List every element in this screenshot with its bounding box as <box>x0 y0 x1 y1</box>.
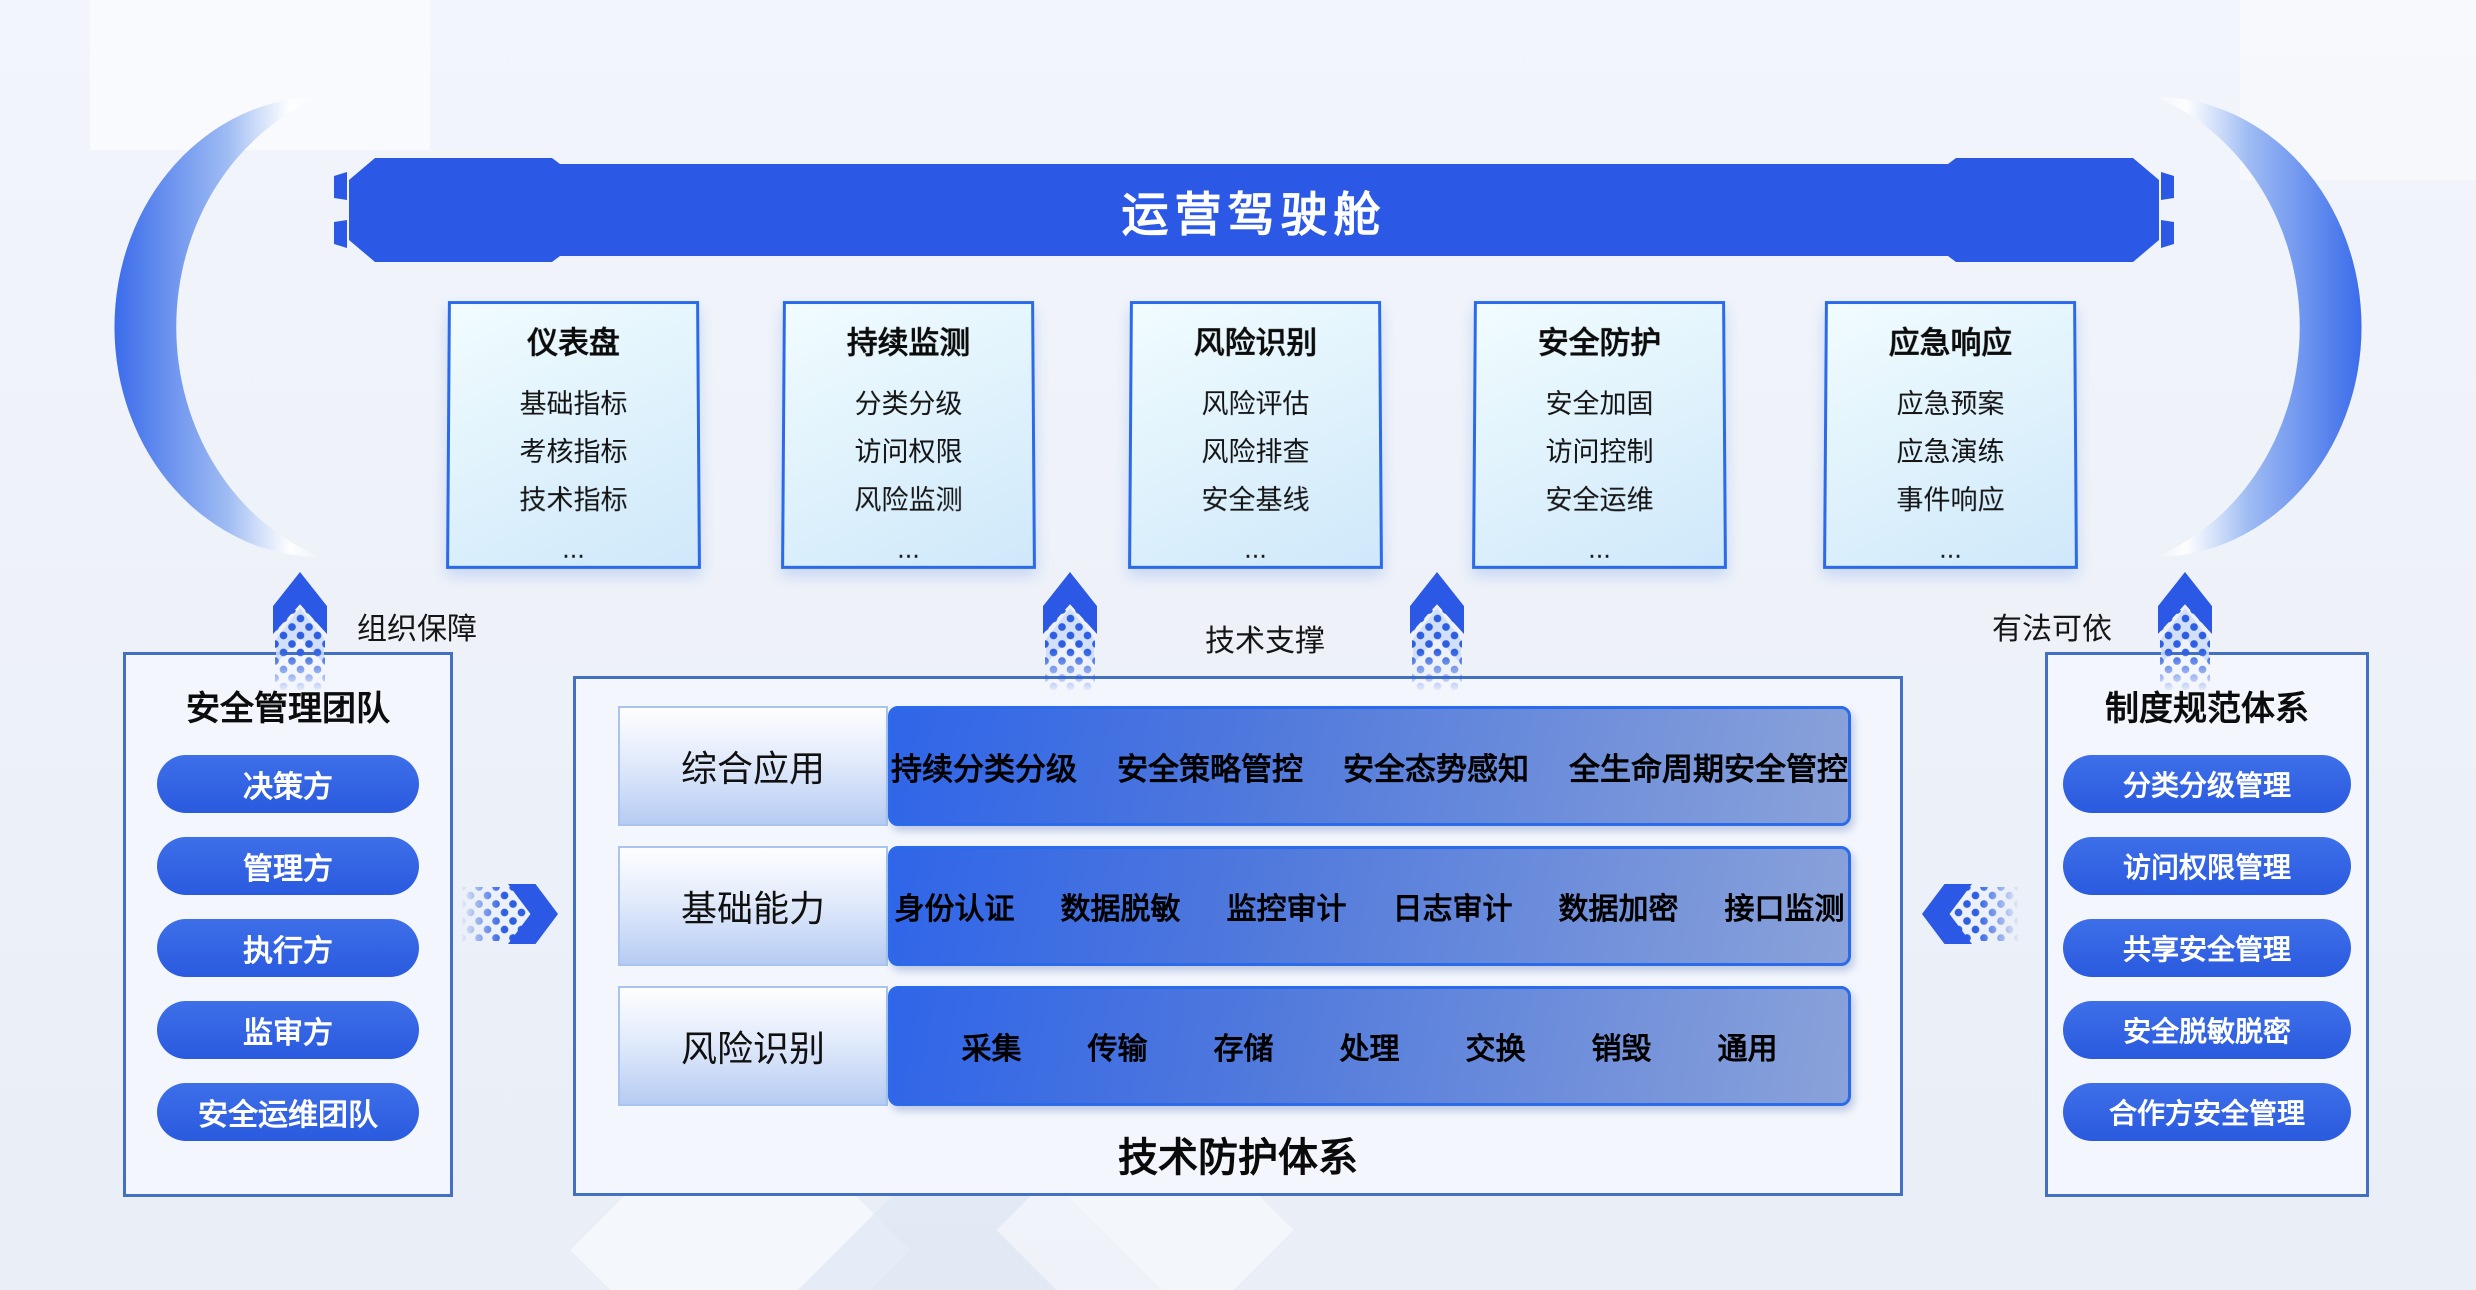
row-risk-identification: 风险识别 采集 传输 存储 处理 交换 销毁 通用 <box>618 986 1851 1106</box>
pill-list: 分类分级管理 访问权限管理 共享安全管理 安全脱敏脱密 合作方安全管理 <box>2048 755 2366 1141</box>
flow-label-law-based: 有法可依 <box>1992 613 2112 646</box>
card-item-list: 风险评估 风险排查 安全基线 ... <box>1201 380 1310 573</box>
row-item: 处理 <box>1339 1033 1400 1066</box>
row-item: 采集 <box>961 1033 1022 1066</box>
pill-execution-party: 执行方 <box>157 919 419 977</box>
arrow-dots <box>1045 610 1095 690</box>
row-item: 销毁 <box>1591 1033 1652 1066</box>
right-arrow-icon <box>462 884 558 944</box>
pill-classification-management: 分类分级管理 <box>2063 755 2351 813</box>
page-title: 运营驾驶舱 <box>1121 187 1387 241</box>
card-item-list: 应急预案 应急演练 事件响应 ... <box>1896 380 2005 573</box>
row-item: 安全态势感知 <box>1343 751 1529 787</box>
flow-label-technical-support: 技术支撑 <box>1205 625 1325 658</box>
card-item: 安全基线 <box>1201 485 1310 516</box>
panel-title: 安全管理团队 <box>186 690 390 728</box>
card-item-list: 安全加固 访问控制 安全运维 ... <box>1545 380 1654 573</box>
row-item: 全生命周期安全管控 <box>1569 751 1848 787</box>
card-title: 风险识别 <box>1193 325 1318 361</box>
card-title: 仪表盘 <box>527 325 620 361</box>
card-dashboard: 仪表盘 基础指标 考核指标 技术指标 ... <box>446 301 701 569</box>
card-item-ellipsis: ... <box>897 533 920 564</box>
arrow-dots <box>275 610 325 690</box>
left-crescent-decor <box>114 96 322 558</box>
card-emergency-response: 应急响应 应急预案 应急演练 事件响应 ... <box>1823 301 2078 569</box>
card-security-protection: 安全防护 安全加固 访问控制 安全运维 ... <box>1472 301 1727 569</box>
card-item-list: 分类分级 访问权限 风险监测 ... <box>854 380 963 573</box>
card-item: 事件响应 <box>1896 485 2005 516</box>
row-item: 传输 <box>1087 1033 1148 1066</box>
up-arrow-icon <box>2158 572 2212 690</box>
card-item: 访问权限 <box>854 436 963 468</box>
card-item: 访问控制 <box>1545 436 1654 468</box>
up-arrow-icon <box>1043 572 1097 690</box>
row-item: 数据脱敏 <box>1060 893 1181 926</box>
card-item: 安全运维 <box>1545 485 1654 516</box>
row-content: 采集 传输 存储 处理 交换 销毁 通用 <box>888 986 1851 1106</box>
pill-access-rights-management: 访问权限管理 <box>2063 837 2351 895</box>
card-item: 风险监测 <box>854 485 963 516</box>
row-basic-capabilities: 基础能力 身份认证 数据脱敏 监控审计 日志审计 数据加密 接口监测 <box>618 846 1851 966</box>
card-title: 应急响应 <box>1888 325 2013 361</box>
row-item: 数据加密 <box>1558 893 1679 926</box>
card-title: 安全防护 <box>1537 325 1662 361</box>
right-crescent-decor <box>2154 96 2362 558</box>
left-arrow-icon <box>1922 884 2018 944</box>
card-item-ellipsis: ... <box>562 533 585 564</box>
card-risk-identification: 风险识别 风险评估 风险排查 安全基线 ... <box>1128 301 1383 569</box>
card-item: 安全加固 <box>1545 389 1654 420</box>
arrow-dots <box>1412 610 1462 690</box>
up-arrow-icon <box>1410 572 1464 690</box>
row-item: 持续分类分级 <box>891 751 1077 787</box>
institutional-standards-panel: 制度规范体系 分类分级管理 访问权限管理 共享安全管理 安全脱敏脱密 合作方安全… <box>2045 652 2369 1197</box>
row-comprehensive-applications: 综合应用 持续分类分级 安全策略管控 安全态势感知 全生命周期安全管控 <box>618 706 1851 826</box>
row-item: 安全策略管控 <box>1117 751 1303 787</box>
card-item: 考核指标 <box>519 436 628 468</box>
panel-title: 制度规范体系 <box>2105 690 2309 728</box>
pill-audit-party: 监审方 <box>157 1001 419 1059</box>
technical-protection-title: 技术防护体系 <box>1118 1136 1358 1180</box>
card-title: 持续监测 <box>846 325 971 361</box>
card-item: 基础指标 <box>519 389 628 420</box>
pill-sharing-security-management: 共享安全管理 <box>2063 919 2351 977</box>
pill-list: 决策方 管理方 执行方 监审方 安全运维团队 <box>126 755 450 1141</box>
card-item-ellipsis: ... <box>1244 533 1267 564</box>
row-item: 接口监测 <box>1724 893 1845 926</box>
technical-protection-panel: 综合应用 持续分类分级 安全策略管控 安全态势感知 全生命周期安全管控 基础能力… <box>573 676 1903 1196</box>
pill-partner-security-management: 合作方安全管理 <box>2063 1083 2351 1141</box>
flow-label-organizational-guarantee: 组织保障 <box>357 613 477 646</box>
row-content: 身份认证 数据脱敏 监控审计 日志审计 数据加密 接口监测 <box>888 846 1851 966</box>
card-item: 应急预案 <box>1896 389 2005 420</box>
pill-decision-party: 决策方 <box>157 755 419 813</box>
up-arrow-icon <box>273 572 327 690</box>
pill-management-party: 管理方 <box>157 837 419 895</box>
card-item: 风险排查 <box>1201 436 1310 468</box>
row-item: 监控审计 <box>1226 893 1347 926</box>
row-item: 存储 <box>1213 1033 1274 1066</box>
card-continuous-monitoring: 持续监测 分类分级 访问权限 风险监测 ... <box>781 301 1036 569</box>
row-item: 身份认证 <box>894 893 1015 926</box>
pill-security-ops-team: 安全运维团队 <box>157 1083 419 1141</box>
card-item: 分类分级 <box>854 389 963 420</box>
card-item: 应急演练 <box>1896 436 2005 468</box>
card-item-ellipsis: ... <box>1588 533 1611 564</box>
arrow-dots <box>2160 610 2210 690</box>
row-content: 持续分类分级 安全策略管控 安全态势感知 全生命周期安全管控 <box>888 706 1851 826</box>
row-item: 交换 <box>1465 1033 1526 1066</box>
card-item-list: 基础指标 考核指标 技术指标 ... <box>519 380 628 573</box>
security-management-team-panel: 安全管理团队 决策方 管理方 执行方 监审方 安全运维团队 <box>123 652 453 1197</box>
card-item: 风险评估 <box>1201 389 1310 420</box>
card-item: 技术指标 <box>519 485 628 516</box>
row-item: 日志审计 <box>1392 893 1513 926</box>
pill-desensitization-declassification: 安全脱敏脱密 <box>2063 1001 2351 1059</box>
arrow-dots <box>462 887 526 941</box>
banner-shape <box>334 158 2174 262</box>
row-label: 综合应用 <box>618 706 888 826</box>
card-item-ellipsis: ... <box>1939 533 1962 564</box>
row-item: 通用 <box>1717 1033 1778 1066</box>
row-label: 基础能力 <box>618 846 888 966</box>
row-label: 风险识别 <box>618 986 888 1106</box>
